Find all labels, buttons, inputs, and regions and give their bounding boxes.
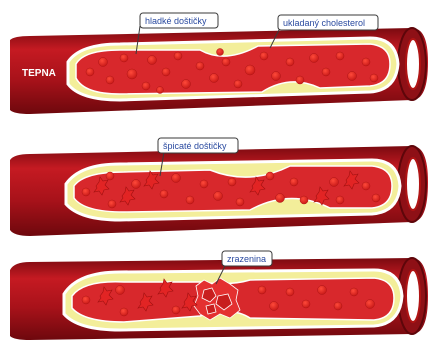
callout-text: hladké doštičky <box>145 16 207 26</box>
artery-panel-3: zrazenina <box>10 251 428 340</box>
artery-panel-2: špicaté doštičky <box>10 138 428 236</box>
callout-text: špicaté doštičky <box>163 141 227 151</box>
artery-lumen-opening <box>406 158 420 210</box>
artery-panel-1: TEPNA hladké doštičky ukladaný cholester… <box>10 13 428 114</box>
artery-lumen-opening <box>406 39 420 89</box>
artery-label: TEPNA <box>22 68 56 79</box>
artery-lumen-opening <box>406 270 420 322</box>
callout-text: ukladaný cholesterol <box>283 18 365 28</box>
callout-text: zrazenina <box>227 254 266 264</box>
